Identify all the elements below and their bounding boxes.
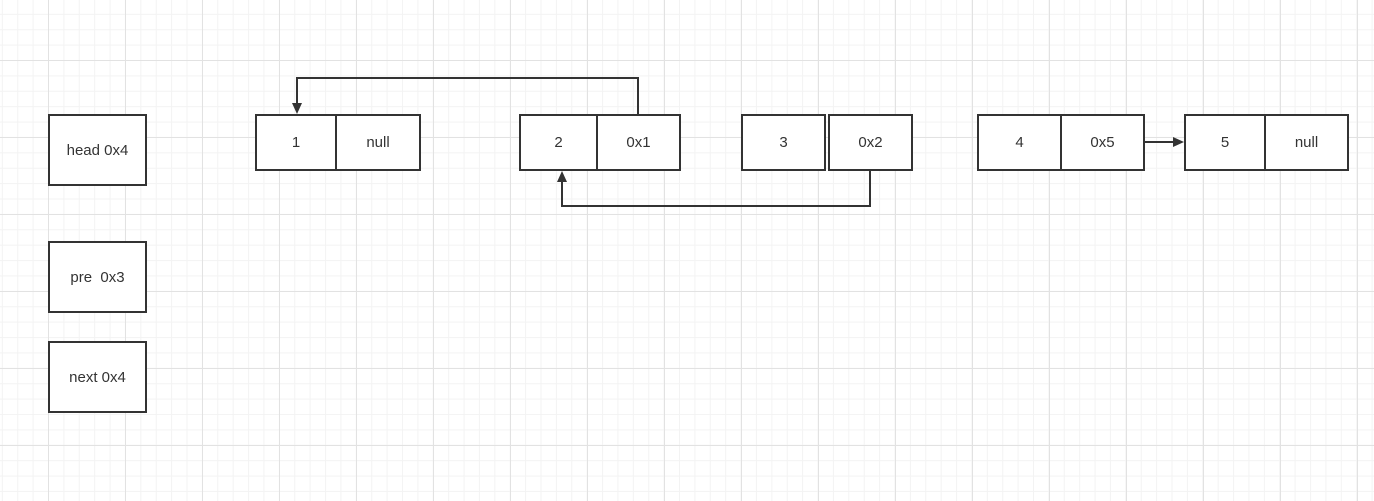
node-4-value-cell: 4 (977, 114, 1062, 171)
node-5-next: null (1294, 134, 1319, 151)
node-3-value-cell: 3 (741, 114, 826, 171)
node-4-next: 0x5 (1090, 134, 1115, 151)
node-2-next-cell: 0x1 (596, 114, 681, 171)
node-5-value: 5 (1220, 134, 1230, 151)
arrowhead-node1-icon (292, 103, 302, 114)
node-2-next: 0x1 (626, 134, 651, 151)
node-5-next-cell: null (1264, 114, 1349, 171)
node-1-value: 1 (291, 134, 301, 151)
node-2-value: 2 (554, 134, 563, 151)
arrowhead-node2-icon (557, 171, 567, 182)
link-node3-to-node2 (561, 171, 871, 207)
pre-pointer-label: pre 0x3 (70, 268, 125, 286)
pre-pointer-box: pre 0x3 (48, 241, 147, 313)
node-3-next-cell: 0x2 (828, 114, 913, 171)
node-1-next-cell: null (335, 114, 421, 171)
node-3-value: 3 (779, 134, 788, 151)
node-5-value-cell: 5 (1184, 114, 1266, 171)
node-1-next: null (366, 134, 390, 151)
head-pointer-label: head 0x4 (66, 141, 129, 159)
node-3-next: 0x2 (858, 134, 883, 151)
node-4-next-cell: 0x5 (1060, 114, 1145, 171)
next-pointer-label: next 0x4 (69, 368, 126, 386)
head-pointer-box: head 0x4 (48, 114, 147, 186)
node-4-value: 4 (1015, 134, 1024, 151)
next-pointer-box: next 0x4 (48, 341, 147, 413)
link-node2-to-node1 (296, 77, 639, 114)
arrowhead-node5-icon (1173, 137, 1184, 147)
node-1-value-cell: 1 (255, 114, 337, 171)
node-2-value-cell: 2 (519, 114, 598, 171)
